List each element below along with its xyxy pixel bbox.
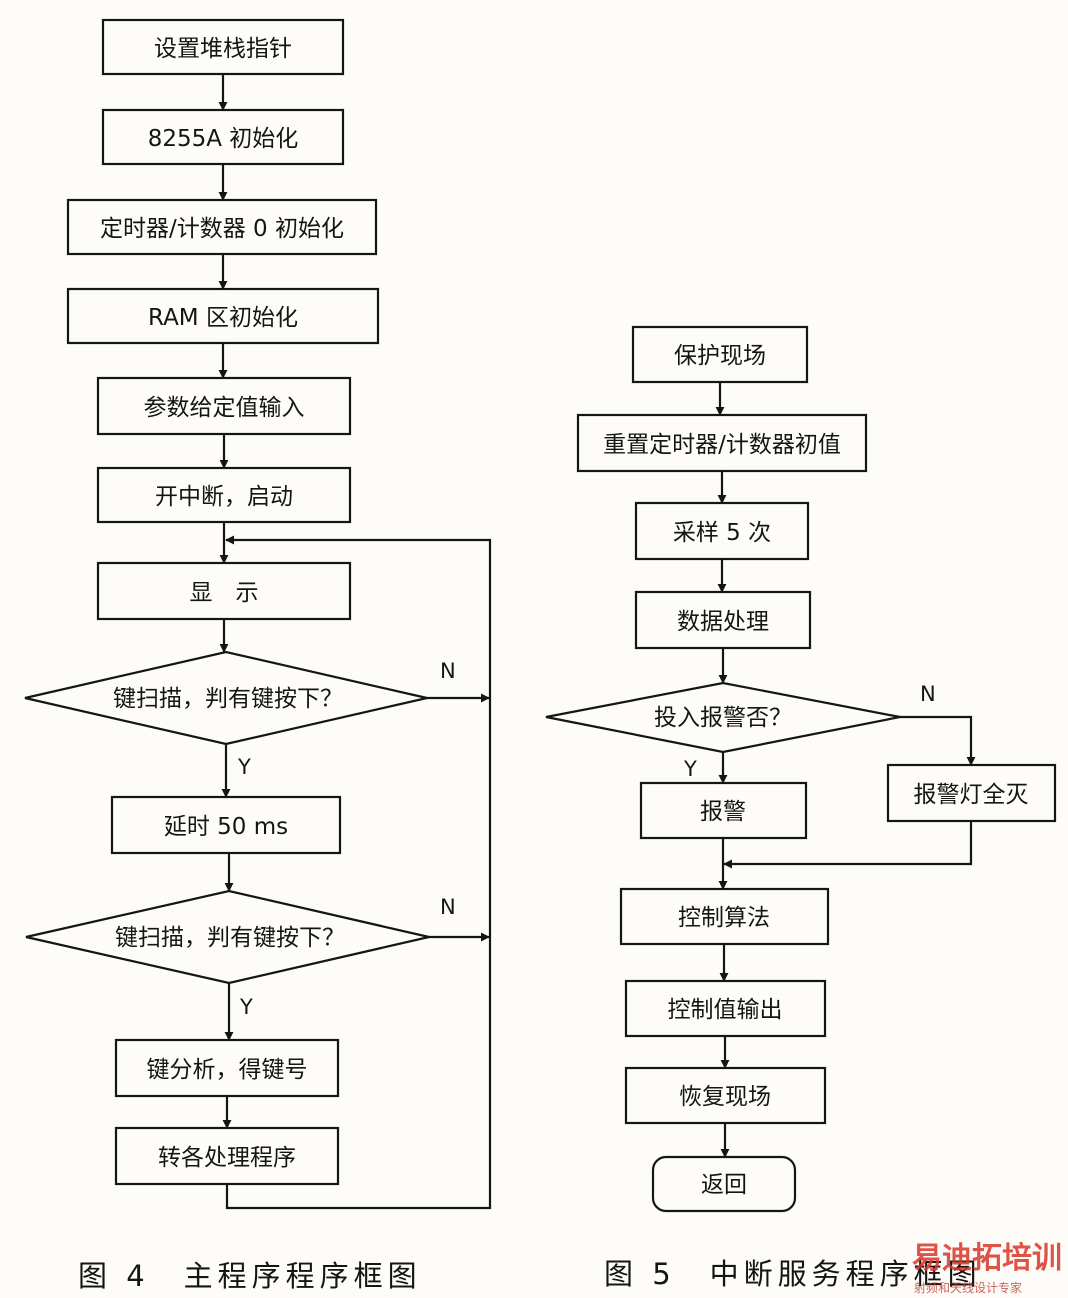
fig4-node-timer-init-label: 定时器/计数器 0 初始化 (100, 216, 344, 242)
fig5-caption: 图 5 中断服务程序框图 (604, 1257, 982, 1291)
fig4-label-no-2: N (440, 895, 456, 919)
fig4-node-param-input-label: 参数给定值输入 (144, 395, 305, 421)
fig5-node-alarm-label: 报警 (700, 799, 746, 825)
fig4-connectors (218, 74, 492, 1210)
fig5-node-restore-context-label: 恢复现场 (679, 1084, 771, 1110)
fig4-node-param-input: 参数给定值输入 (96, 376, 352, 436)
fig5-node-control-output: 控制值输出 (624, 979, 827, 1038)
fig5-interrupt-service-flowchart: 保护现场 重置定时器/计数器初值 采样 5 次 数据处理 投入报警否？ 报警 报… (545, 325, 1057, 1291)
fig5-connectors (715, 382, 976, 1158)
fig4-main-program-flowchart: 设置堆栈指针 8255A 初始化 定时器/计数器 0 初始化 RAM 区初始化 … (24, 18, 492, 1293)
fig5-node-save-context: 保护现场 (631, 325, 809, 384)
fig4-node-key-analysis: 键分析，得键号 (114, 1038, 340, 1098)
fig4-node-key-analysis-label: 键分析，得键号 (147, 1057, 308, 1083)
fig5-decision-alarm: 投入报警否？ (545, 681, 901, 754)
fig4-node-set-stack-pointer-label: 设置堆栈指针 (154, 36, 292, 62)
fig4-node-8255a-init: 8255A 初始化 (101, 108, 345, 166)
watermark-tagline: 射频和天线设计专家 (914, 1280, 1022, 1295)
fig4-label-yes-1: Y (237, 755, 251, 779)
fig5-node-reset-timer: 重置定时器/计数器初值 (576, 413, 868, 473)
fig4-node-ram-init-label: RAM 区初始化 (148, 305, 298, 331)
watermark-logo: 易迪拓培训 射频和天线设计专家 (912, 1241, 1062, 1295)
fig4-label-no-1: N (440, 659, 456, 683)
fig5-decision-alarm-label: 投入报警否？ (654, 705, 792, 731)
fig5-node-alarm: 报警 (639, 781, 808, 840)
fig4-node-dispatch: 转各处理程序 (114, 1126, 340, 1186)
fig4-decision-key-scan-1-label: 键扫描，判有键按下？ (113, 686, 343, 712)
fig5-node-control-algorithm: 控制算法 (619, 887, 830, 946)
fig4-node-ram-init: RAM 区初始化 (66, 287, 380, 345)
fig4-node-enable-interrupt: 开中断，启动 (96, 466, 352, 524)
fig5-label-yes: Y (683, 757, 697, 781)
fig5-label-no: N (920, 682, 936, 706)
fig4-node-display: 显 示 (96, 561, 352, 621)
fig4-label-yes-2: Y (239, 995, 253, 1019)
fig5-node-alarm-lights-off: 报警灯全灭 (886, 763, 1057, 823)
fig4-node-enable-interrupt-label: 开中断，启动 (155, 484, 293, 510)
fig5-node-reset-timer-label: 重置定时器/计数器初值 (603, 432, 841, 458)
fig4-decision-key-scan-2: 键扫描，判有键按下？ (25, 889, 430, 985)
fig4-decision-key-scan-1: 键扫描，判有键按下？ (24, 650, 428, 746)
fig4-node-set-stack-pointer: 设置堆栈指针 (101, 18, 345, 76)
fig4-node-8255a-init-label: 8255A 初始化 (148, 126, 299, 152)
fig5-node-alarm-lights-off-label: 报警灯全灭 (914, 782, 1029, 808)
fig5-node-sample: 采样 5 次 (634, 501, 810, 561)
fig4-decision-key-scan-2-label: 键扫描，判有键按下？ (115, 925, 345, 951)
fig4-node-delay: 延时 50 ms (110, 795, 342, 855)
fig5-node-control-algorithm-label: 控制算法 (678, 905, 770, 931)
fig5-node-return: 返回 (651, 1155, 797, 1213)
fig4-node-display-label: 显 示 (190, 580, 259, 606)
fig5-node-restore-context: 恢复现场 (624, 1066, 827, 1125)
fig5-node-data-processing: 数据处理 (634, 590, 812, 650)
fig4-caption: 图 4 主程序程序框图 (78, 1259, 422, 1293)
fig5-node-data-processing-label: 数据处理 (677, 609, 769, 635)
fig4-node-timer-init: 定时器/计数器 0 初始化 (66, 198, 378, 256)
fig5-node-save-context-label: 保护现场 (674, 343, 766, 369)
fig5-node-sample-label: 采样 5 次 (673, 520, 771, 546)
watermark-brand: 易迪拓培训 (912, 1241, 1062, 1276)
fig4-node-delay-label: 延时 50 ms (164, 814, 288, 840)
fig5-node-return-label: 返回 (701, 1172, 747, 1198)
fig4-node-dispatch-label: 转各处理程序 (158, 1145, 296, 1171)
fig5-node-control-output-label: 控制值输出 (668, 997, 783, 1023)
